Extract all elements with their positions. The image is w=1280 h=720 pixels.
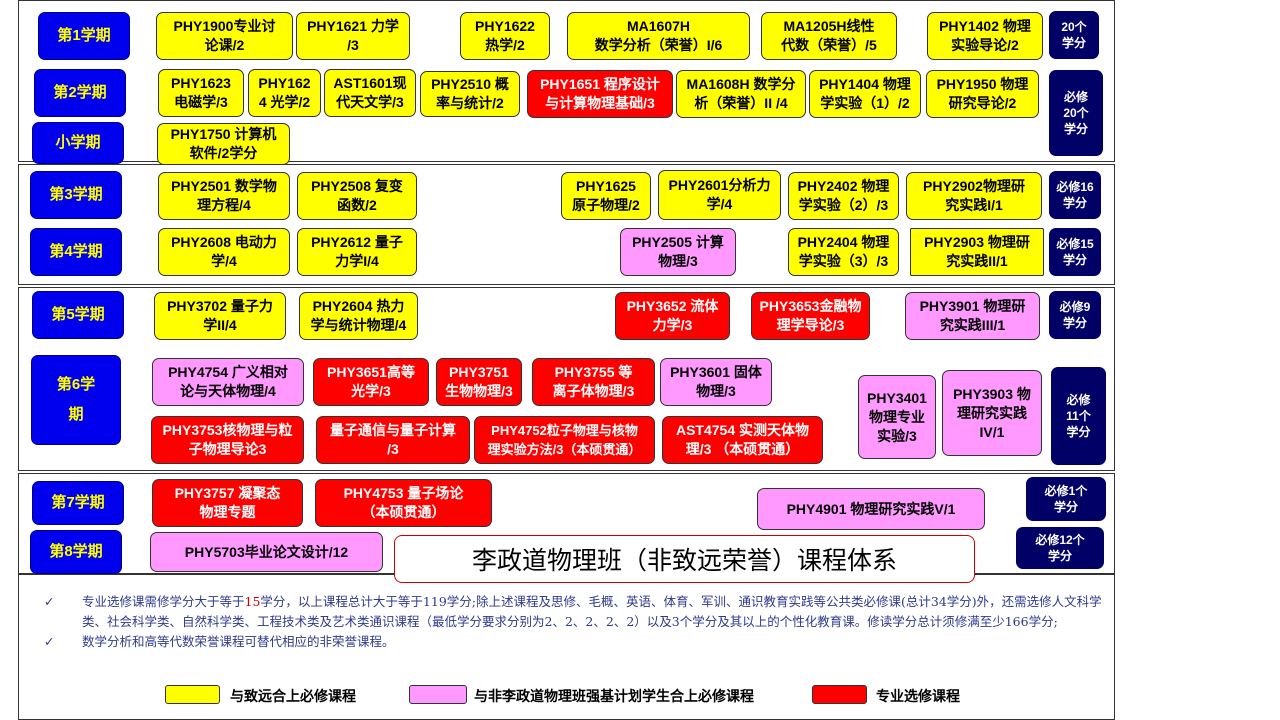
course-phy1622: PHY1622 热学/2 [460, 12, 550, 60]
course-phy3901: PHY3901 物理研 究实践III/1 [905, 292, 1040, 340]
semester-label-3: 第3学期 [30, 171, 122, 219]
legend-swatch-yellow [165, 685, 220, 704]
course-phy3601: PHY3601 固体 物理/3 [660, 358, 772, 406]
semester-label-4: 第4学期 [30, 228, 122, 276]
check-icon: ✓ [44, 634, 55, 649]
course-phy2612: PHY2612 量子 力学I/4 [297, 228, 417, 276]
course-phy4901: PHY4901 物理研究实践V/1 [757, 488, 985, 530]
note-1: ✓ 专业选修课需修学分大于等于15学分，以上课程总计大于等于119学分;除上述课… [40, 592, 1110, 632]
course-phy1651: PHY1651 程序设计 与计算物理基础/3 [527, 70, 673, 118]
course-phy1404: PHY1404 物理 学实验（1）/2 [809, 70, 921, 118]
course-phy1624: PHY162 4 光学/2 [248, 69, 321, 117]
course-phy3757: PHY3757 凝聚态 物理专题 [152, 479, 303, 527]
course-phy2902: PHY2902物理研 究实践I/1 [906, 172, 1042, 220]
semester-label-7: 第7学期 [32, 481, 124, 525]
course-phy1402: PHY1402 物理 实验导论/2 [927, 12, 1043, 60]
credit-badge-4: 必修15 学分 [1049, 228, 1101, 276]
course-ast1601: AST1601现 代天文学/3 [324, 69, 416, 117]
course-phy2608: PHY2608 电动力 学/4 [158, 228, 290, 276]
course-phy1950: PHY1950 物理 研究导论/2 [926, 70, 1039, 118]
legend-swatch-pink [409, 685, 467, 704]
legend-label-yellow: 与致远合上必修课程 [230, 688, 356, 704]
course-phy3702: PHY3702 量子力 学II/4 [154, 292, 286, 340]
credit-badge-6: 必修 11个 学分 [1051, 367, 1106, 465]
semester-label-2: 第2学期 [34, 69, 126, 117]
credit-badge-7: 必修1个 学分 [1026, 477, 1106, 521]
check-icon: ✓ [44, 594, 55, 609]
semester-label-5: 第5学期 [32, 291, 124, 339]
semester-label-8: 第8学期 [30, 530, 122, 574]
course-phy1750: PHY1750 计算机 软件/2学分 [157, 123, 290, 165]
course-ast4754: AST4754 实测天体物 理/3 （本硕贯通） [662, 416, 823, 464]
note-1-highlight: 15 [244, 594, 261, 609]
semester-label-1: 第1学期 [38, 12, 130, 60]
semester-label-6: 第6学 期 [31, 355, 121, 445]
course-phy2501: PHY2501 数学物 理方程/4 [158, 172, 290, 220]
course-phy3653: PHY3653金融物 理学导论/3 [751, 292, 870, 340]
course-phy2604: PHY2604 热力 学与统计物理/4 [299, 292, 418, 340]
course-phy3755: PHY3755 等 离子体物理/3 [532, 358, 655, 406]
course-phy5703: PHY5703毕业论文设计/12 [150, 532, 383, 572]
course-phy2402: PHY2402 物理 学实验（2）/3 [788, 172, 899, 220]
course-ma1607h: MA1607H 数学分析（荣誉）I/6 [567, 12, 750, 60]
course-quantum-info: 量子通信与量子计算 /3 [316, 416, 470, 464]
legend-label-pink: 与非李政道物理班强基计划学生合上必修课程 [474, 688, 754, 704]
credit-badge-1: 20个 学分 [1049, 11, 1099, 59]
semester-label-summer: 小学期 [32, 122, 124, 164]
course-phy3751: PHY3751 生物物理/3 [436, 358, 522, 406]
course-phy4754: PHY4754 广义相对 论与天体物理/4 [152, 358, 304, 406]
course-phy2404: PHY2404 物理 学实验（3）/3 [788, 228, 899, 276]
course-phy2510: PHY2510 概 率与统计/2 [420, 71, 520, 117]
credit-badge-2: 必修 20个 学分 [1049, 70, 1103, 156]
diagram-title: 李政道物理班（非致远荣誉）课程体系 [394, 535, 975, 583]
course-phy4752: PHY4752粒子物理与核物 理实验方法/3（本硕贯通） [474, 416, 655, 464]
legend-swatch-red [812, 685, 867, 704]
note-1-text-b: 学分，以上课程总计大于等于119学分;除上述课程及思修、毛概、英语、体育、军训、… [82, 594, 1102, 629]
course-phy1900: PHY1900专业讨 论课/2 [156, 12, 293, 60]
credit-badge-5: 必修9 学分 [1049, 291, 1101, 339]
course-phy3753: PHY3753核物理与粒 子物理导论3 [151, 416, 304, 464]
legend-label-red: 专业选修课程 [876, 688, 960, 704]
course-phy1623: PHY1623 电磁学/3 [158, 69, 244, 117]
course-phy2601: PHY2601分析力 学/4 [658, 170, 781, 220]
course-phy4753: PHY4753 量子场论 （本硕贯通） [315, 479, 492, 527]
course-phy2903: PHY2903 物理研 究实践II/1 [910, 228, 1044, 276]
course-phy3652: PHY3652 流体 力学/3 [615, 292, 730, 340]
course-phy2505: PHY2505 计算 物理/3 [620, 228, 736, 276]
credit-badge-3: 必修16 学分 [1049, 171, 1101, 219]
note-1-text-a: 专业选修课需修学分大于等于 [82, 594, 245, 609]
course-ma1608h: MA1608H 数学分 析（荣誉）II /4 [676, 70, 806, 118]
course-phy2508: PHY2508 复变 函数/2 [297, 172, 417, 220]
note-2: ✓ 数学分析和高等代数荣誉课程可替代相应的非荣誉课程。 [40, 632, 1110, 652]
credit-badge-8: 必修12个 学分 [1016, 527, 1104, 569]
course-phy3401: PHY3401 物理专业 实验/3 [858, 375, 936, 459]
course-phy1621: PHY1621 力学 /3 [296, 12, 410, 60]
course-phy1625: PHY1625 原子物理/2 [561, 172, 651, 220]
course-ma1205h: MA1205H线性 代数（荣誉）/5 [761, 12, 897, 60]
note-2-text: 数学分析和高等代数荣誉课程可替代相应的非荣誉课程。 [82, 634, 395, 649]
course-phy3903: PHY3903 物 理研究实践 IV/1 [942, 370, 1042, 456]
notes-block: ✓ 专业选修课需修学分大于等于15学分，以上课程总计大于等于119学分;除上述课… [40, 592, 1110, 652]
course-phy3651: PHY3651高等 光学/3 [313, 358, 429, 406]
